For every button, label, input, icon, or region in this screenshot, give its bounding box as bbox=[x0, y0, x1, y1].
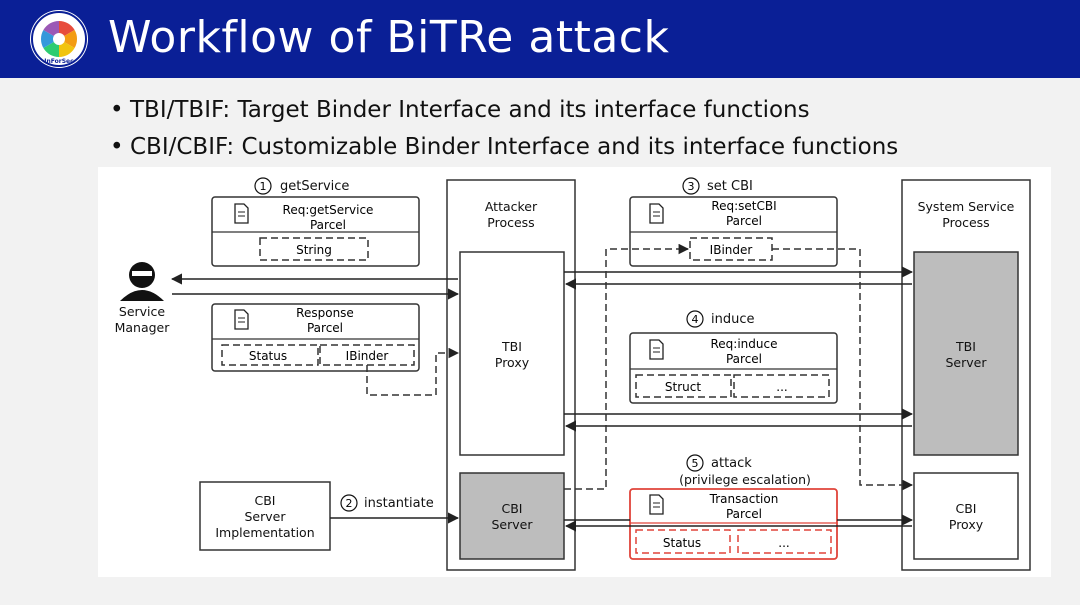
cbi-server-box bbox=[459, 472, 565, 560]
svg-text:Parcel: Parcel bbox=[726, 352, 762, 366]
induce-parcel: Req:induce Parcel Struct ... bbox=[629, 332, 838, 404]
svg-text:3: 3 bbox=[688, 180, 695, 193]
svg-text:Transaction: Transaction bbox=[709, 492, 779, 506]
flow-arrows bbox=[170, 266, 914, 532]
transaction-parcel: Transaction Parcel Status ... bbox=[629, 488, 838, 560]
cbi-proxy-box bbox=[913, 472, 1019, 560]
step-5-label: 5 attack (privilege escalation) bbox=[679, 454, 811, 487]
svg-text:...: ... bbox=[776, 380, 787, 394]
svg-text:attack: attack bbox=[711, 456, 752, 471]
title-bar: InForSec Workflow of BiTRe attack bbox=[0, 0, 1080, 78]
setcbi-parcel: Req:setCBI Parcel IBinder bbox=[629, 196, 838, 267]
step-4-label: 4 induce bbox=[686, 310, 755, 328]
svg-text:IBinder: IBinder bbox=[346, 349, 389, 363]
svg-text:Parcel: Parcel bbox=[310, 218, 346, 232]
getservice-parcel: Req:getService Parcel String bbox=[211, 196, 420, 267]
bullet-text: CBI/CBIF: Customizable Binder Interface … bbox=[130, 134, 899, 160]
document-icon bbox=[649, 203, 664, 224]
svg-text:1: 1 bbox=[260, 180, 267, 193]
document-icon bbox=[234, 309, 249, 330]
svg-text:induce: induce bbox=[711, 312, 755, 327]
inforsec-logo: InForSec bbox=[30, 10, 88, 68]
svg-text:Struct: Struct bbox=[665, 380, 701, 394]
step-3-label: 3 set CBI bbox=[682, 177, 753, 195]
svg-text:IBinder: IBinder bbox=[710, 243, 753, 257]
tbi-server-box bbox=[913, 251, 1019, 456]
document-icon bbox=[649, 339, 664, 360]
svg-text:Parcel: Parcel bbox=[307, 321, 343, 335]
tbi-proxy-box bbox=[459, 251, 565, 456]
svg-text:5: 5 bbox=[692, 457, 699, 470]
svg-text:Req:setCBI: Req:setCBI bbox=[711, 199, 776, 213]
svg-text:instantiate: instantiate bbox=[364, 496, 434, 511]
bullet-item: •TBI/TBIF: Target Binder Interface and i… bbox=[110, 97, 810, 123]
svg-text:Status: Status bbox=[249, 349, 287, 363]
document-icon bbox=[649, 494, 664, 515]
bullet-item: •CBI/CBIF: Customizable Binder Interface… bbox=[110, 134, 899, 160]
svg-text:Req:induce: Req:induce bbox=[711, 337, 778, 351]
svg-text:Response: Response bbox=[296, 306, 354, 320]
bullet-text: TBI/TBIF: Target Binder Interface and it… bbox=[130, 97, 810, 123]
svg-text:InForSec: InForSec bbox=[44, 58, 74, 65]
step-2-label: 2 instantiate bbox=[340, 494, 434, 512]
svg-text:2: 2 bbox=[346, 497, 353, 510]
cbi-server-impl-box bbox=[199, 481, 331, 551]
response-parcel: Response Parcel Status IBinder bbox=[211, 303, 420, 372]
svg-text:(privilege escalation): (privilege escalation) bbox=[679, 472, 811, 487]
svg-text:Req:getService: Req:getService bbox=[283, 203, 374, 217]
step-1-label: 1 getService bbox=[254, 177, 349, 195]
user-icon bbox=[120, 262, 164, 301]
svg-text:Parcel: Parcel bbox=[726, 214, 762, 228]
dashed-connectors bbox=[366, 243, 914, 491]
document-icon bbox=[234, 203, 249, 224]
svg-text:String: String bbox=[296, 243, 332, 257]
svg-text:set CBI: set CBI bbox=[707, 179, 753, 194]
svg-text:...: ... bbox=[778, 536, 789, 550]
svg-text:getService: getService bbox=[280, 179, 349, 194]
slide-title: Workflow of BiTRe attack bbox=[108, 12, 670, 63]
svg-text:Status: Status bbox=[663, 536, 701, 550]
svg-text:Parcel: Parcel bbox=[726, 507, 762, 521]
svg-text:4: 4 bbox=[692, 313, 699, 326]
bullet-list: •TBI/TBIF: Target Binder Interface and i… bbox=[110, 92, 898, 166]
